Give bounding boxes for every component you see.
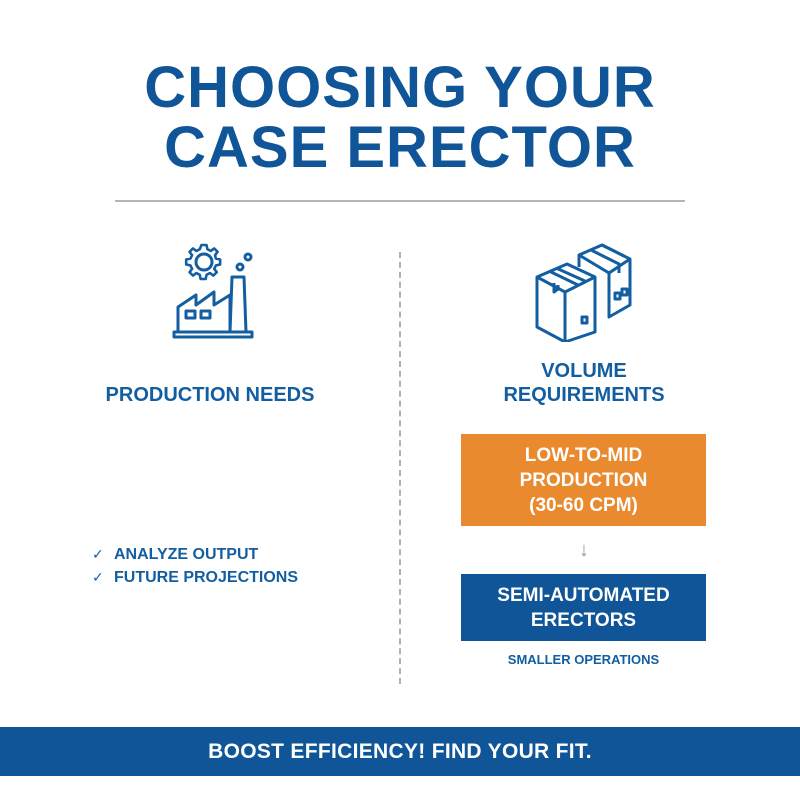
box-line: PRODUCTION <box>519 469 648 491</box>
stacked-boxes-icon <box>532 237 632 344</box>
box-line: ERECTORS <box>530 609 637 631</box>
footer-text: BOOST EFFICIENCY! FIND YOUR FIT. <box>208 739 592 763</box>
checklist-item: ✓ FUTURE PROJECTIONS <box>92 566 298 589</box>
column-divider <box>399 252 401 684</box>
box-line: LOW-TO-MID <box>524 444 643 466</box>
production-checklist: ✓ ANALYZE OUTPUT ✓ FUTURE PROJECTIONS <box>92 543 298 589</box>
box-line: (30-60 CPM) <box>529 494 638 516</box>
checklist-item-label: FUTURE PROJECTIONS <box>114 569 299 586</box>
arrow-down-icon: ↓ <box>579 539 589 561</box>
volume-requirements-heading: VOLUME REQUIREMENTS <box>434 359 734 407</box>
box-line: SEMI-AUTOMATED <box>497 584 670 606</box>
checkmark-icon: ✓ <box>92 569 104 585</box>
checkmark-icon: ✓ <box>92 546 104 562</box>
checklist-item: ✓ ANALYZE OUTPUT <box>92 543 298 566</box>
production-needs-heading: PRODUCTION NEEDS <box>105 384 315 406</box>
heading-line-2: REQUIREMENTS <box>503 384 665 406</box>
semi-automated-erectors-box: SEMI-AUTOMATED ERECTORS <box>461 574 706 641</box>
page-title: CHOOSING YOUR CASE ERECTOR <box>0 58 800 178</box>
footer-banner: BOOST EFFICIENCY! FIND YOUR FIT. <box>0 727 800 776</box>
title-line-1: CHOOSING YOUR <box>144 55 656 120</box>
box-caption: SMALLER OPERATIONS <box>507 652 660 667</box>
title-line-2: CASE ERECTOR <box>164 115 636 180</box>
heading-line-1: VOLUME <box>541 360 627 382</box>
checklist-item-label: ANALYZE OUTPUT <box>114 546 259 563</box>
low-to-mid-production-box: LOW-TO-MID PRODUCTION (30-60 CPM) <box>461 434 706 526</box>
factory-gear-icon <box>168 237 258 342</box>
title-divider <box>115 200 685 202</box>
